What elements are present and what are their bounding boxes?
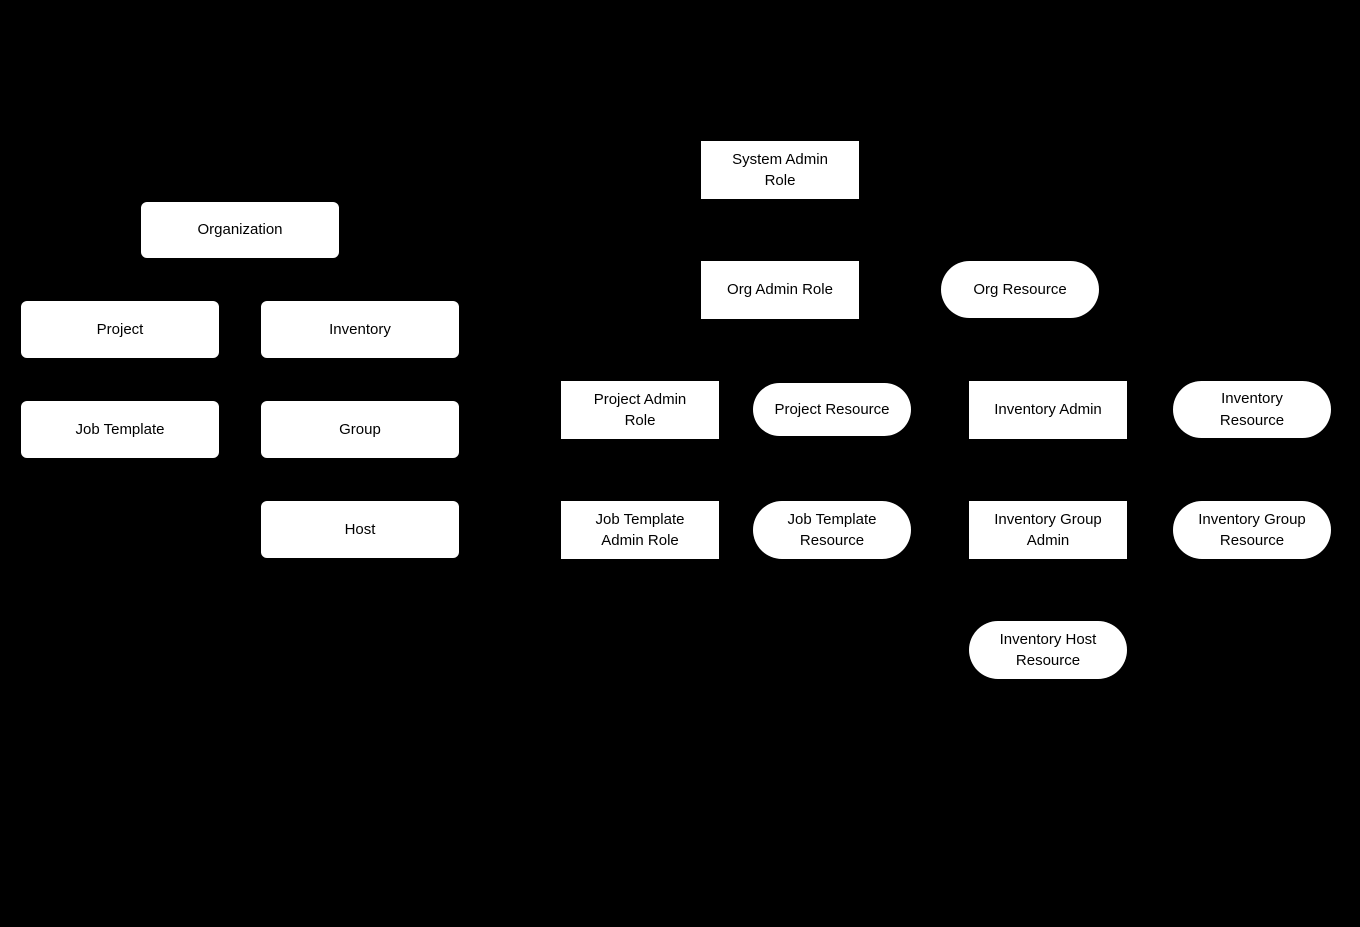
node-label-inventory-group-admin: Inventory Group Admin: [994, 510, 1102, 549]
diagram-node-inventory: Inventory: [261, 301, 459, 358]
node-label-inventory: Inventory: [329, 320, 391, 338]
diagram-node-job-template: Job Template: [21, 401, 219, 458]
node-label-project: Project: [96, 320, 144, 338]
diagram-node-inventory-group-admin: Inventory Group Admin: [969, 501, 1127, 559]
diagram-node-inventory-host-resource: Inventory Host Resource: [969, 621, 1127, 679]
diagram-node-job-template-admin-role: Job Template Admin Role: [561, 501, 719, 559]
node-label-job-template: Job Template: [75, 420, 165, 438]
node-label-inventory-admin: Inventory Admin: [994, 401, 1102, 419]
diagram-node-org-resource: Org Resource: [941, 261, 1099, 318]
diagram-node-job-template-resource: Job Template Resource: [753, 501, 911, 559]
node-label-system-admin-role: System Admin Role: [732, 150, 828, 189]
node-label-organization: Organization: [197, 221, 283, 239]
diagram-node-project-admin-role: Project Admin Role: [561, 381, 719, 439]
diagram-node-project-resource: Project Resource: [753, 383, 911, 436]
node-label-job-template-admin-role: Job Template Admin Role: [595, 510, 685, 549]
node-label-org-resource: Org Resource: [973, 280, 1067, 298]
node-label-job-template-resource: Job Template Resource: [787, 510, 877, 549]
node-label-group: Group: [339, 420, 381, 438]
node-label-inventory-host-resource: Inventory Host Resource: [999, 630, 1097, 669]
node-label-project-admin-role: Project Admin Role: [593, 390, 687, 429]
diagram-node-inventory-resource: Inventory Resource: [1173, 381, 1331, 438]
node-label-org-admin-role: Org Admin Role: [727, 281, 833, 299]
diagram-node-project: Project: [21, 301, 219, 358]
diagram-node-group: Group: [261, 401, 459, 458]
node-label-inventory-resource: Inventory Resource: [1219, 390, 1285, 429]
node-label-inventory-group-resource: Inventory Group Resource: [1198, 510, 1306, 549]
diagram-node-system-admin-role: System Admin Role: [701, 141, 859, 199]
node-label-host: Host: [344, 520, 376, 538]
diagram-node-organization: Organization: [141, 202, 339, 258]
diagram-node-inventory-admin: Inventory Admin: [969, 381, 1127, 439]
diagram-node-org-admin-role: Org Admin Role: [701, 261, 859, 319]
node-label-project-resource: Project Resource: [774, 400, 890, 418]
diagram-node-inventory-group-resource: Inventory Group Resource: [1173, 501, 1331, 559]
diagram-node-host: Host: [261, 501, 459, 558]
